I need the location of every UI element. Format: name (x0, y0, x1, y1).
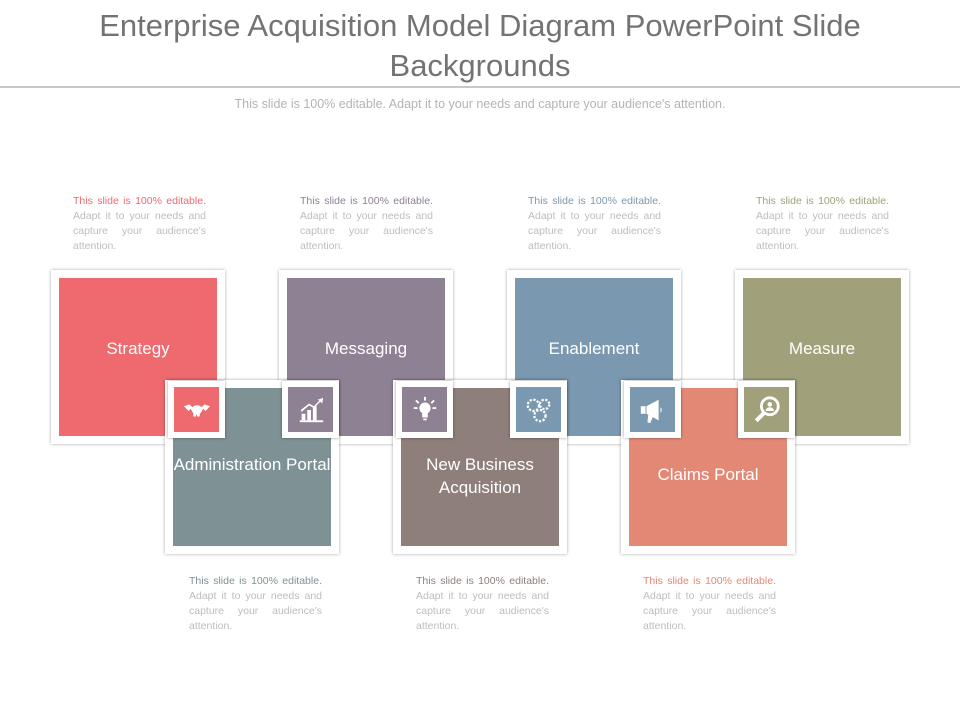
note-strategy: This slide is 100% editable. Adapt it to… (73, 194, 206, 254)
megaphone-icon (640, 399, 662, 423)
note-rest: Adapt it to your needs and capture your … (73, 210, 206, 252)
box-label: Strategy (106, 339, 170, 358)
icon-box-gears (510, 381, 567, 438)
box-new-business-acquisition[interactable]: New Business Acquisition (393, 380, 567, 554)
growth-chart-icon (299, 397, 323, 422)
icon-box-megaphone (624, 381, 681, 438)
magnifier-icon (754, 395, 780, 422)
icon-box-growth-chart (282, 381, 339, 438)
box-label: Administration Portal (173, 455, 331, 474)
page-title: Enterprise Acquisition Model Diagram Pow… (99, 8, 861, 83)
note-enablement: This slide is 100% editable. Adapt it to… (528, 194, 661, 254)
note-lead: This slide is 100% editable. (756, 195, 889, 207)
icon-box-lightbulb (396, 381, 453, 438)
page-subtitle: This slide is 100% editable. Adapt it to… (234, 97, 726, 111)
box-label: New Business Acquisition (426, 455, 534, 497)
note-new-business-acquisition: This slide is 100% editable. Adapt it to… (416, 574, 549, 634)
note-claims-portal: This slide is 100% editable. Adapt it to… (643, 574, 776, 634)
box-label: Enablement (548, 339, 640, 358)
box-label: Claims Portal (657, 465, 759, 484)
note-rest: Adapt it to your needs and capture your … (300, 210, 433, 252)
note-lead: This slide is 100% editable. (73, 195, 206, 207)
note-rest: Adapt it to your needs and capture your … (756, 210, 889, 252)
note-lead: This slide is 100% editable. (643, 575, 776, 587)
note-lead: This slide is 100% editable. (416, 575, 549, 587)
note-lead: This slide is 100% editable. (189, 575, 322, 587)
note-lead: This slide is 100% editable. (300, 195, 433, 207)
note-messaging: This slide is 100% editable. Adapt it to… (300, 194, 433, 254)
box-strategy[interactable]: Strategy (51, 270, 225, 444)
note-rest: Adapt it to your needs and capture your … (189, 590, 322, 632)
box-label: Messaging (324, 339, 408, 358)
icon-box-handshake (168, 381, 225, 438)
box-label: Measure (788, 339, 856, 358)
note-rest: Adapt it to your needs and capture your … (416, 590, 549, 632)
note-lead: This slide is 100% editable. (528, 195, 661, 207)
note-measure: This slide is 100% editable. Adapt it to… (756, 194, 889, 254)
lightbulb-icon (413, 396, 436, 420)
handshake-icon (183, 403, 210, 417)
icon-box-magnifier (738, 381, 795, 438)
note-administration-portal: This slide is 100% editable. Adapt it to… (189, 574, 322, 634)
gears-icon (526, 398, 550, 422)
title-divider (0, 86, 960, 88)
note-rest: Adapt it to your needs and capture your … (643, 590, 776, 632)
note-rest: Adapt it to your needs and capture your … (528, 210, 661, 252)
